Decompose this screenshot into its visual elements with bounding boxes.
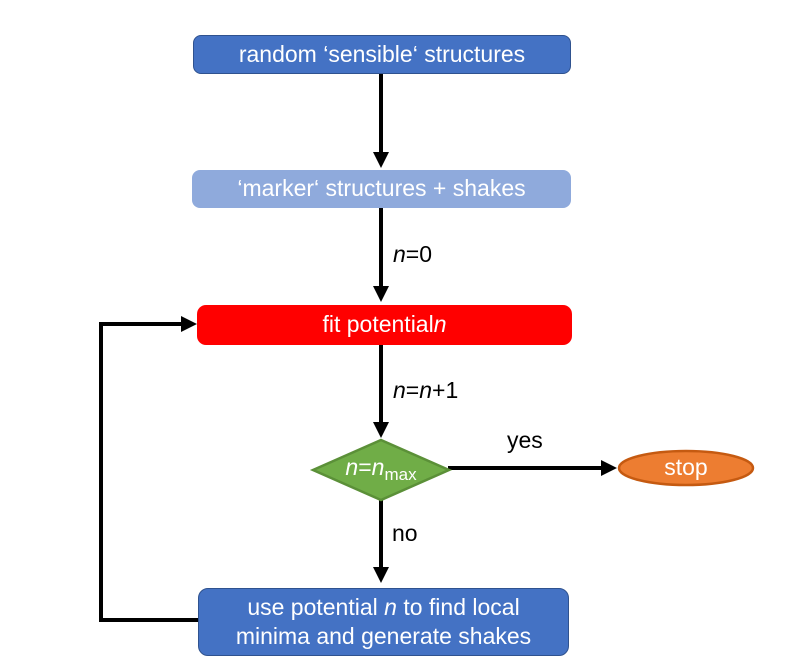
node-use-potential: use potential n to find local minima and… <box>198 588 569 656</box>
arrowhead-fit-to-decision-icon <box>373 422 389 438</box>
arrowhead-decision-to-use-icon <box>373 567 389 583</box>
decision-sub-max: max <box>384 465 417 485</box>
n-inc-eq: = <box>405 377 420 403</box>
n-init-n: n <box>393 241 406 267</box>
decision-eq: = <box>358 454 372 481</box>
edge-label-no: no <box>392 520 418 546</box>
arrowhead-loop-use-to-fit-icon <box>181 316 197 332</box>
arrowhead-random-to-marker-icon <box>373 152 389 168</box>
node-fit-potential: fit potential n <box>197 305 572 345</box>
n-inc-n2: n <box>419 377 433 403</box>
arrowhead-marker-to-fit-icon <box>373 286 389 302</box>
decision-n2: n <box>371 454 385 481</box>
node-stop-label: stop <box>664 454 708 481</box>
decision-text: n=nmax <box>345 454 416 485</box>
stop-ellipse-shape <box>617 449 755 487</box>
arrow-loop-use-to-fit <box>99 322 199 622</box>
edge-label-yes: yes <box>507 427 543 453</box>
edge-label-n-init: n=0 <box>393 241 433 267</box>
use-potential-line2: minima and generate shakes <box>235 623 532 649</box>
use-potential-text1: use potential <box>247 594 385 620</box>
fit-potential-n: n <box>433 311 447 338</box>
n-inc-n1: n <box>393 377 406 403</box>
node-marker-structures: ‘marker‘ structures + shakes <box>192 170 571 208</box>
node-random-structures: random ‘sensible‘ structures <box>193 35 571 74</box>
decision-diamond-shape <box>309 438 453 502</box>
edge-label-n-increment: n=n+1 <box>393 377 459 403</box>
node-decision-label: n=nmax <box>314 441 448 499</box>
use-potential-n: n <box>384 594 397 620</box>
use-potential-text2: to find local <box>396 594 520 620</box>
use-potential-line1: use potential n to find local <box>247 593 519 622</box>
decision-n1: n <box>345 454 359 481</box>
n-init-rest: =0 <box>405 241 433 267</box>
fit-potential-text: fit potential <box>322 311 434 338</box>
arrowhead-decision-to-stop-icon <box>601 460 617 476</box>
n-inc-rest: +1 <box>432 377 459 403</box>
